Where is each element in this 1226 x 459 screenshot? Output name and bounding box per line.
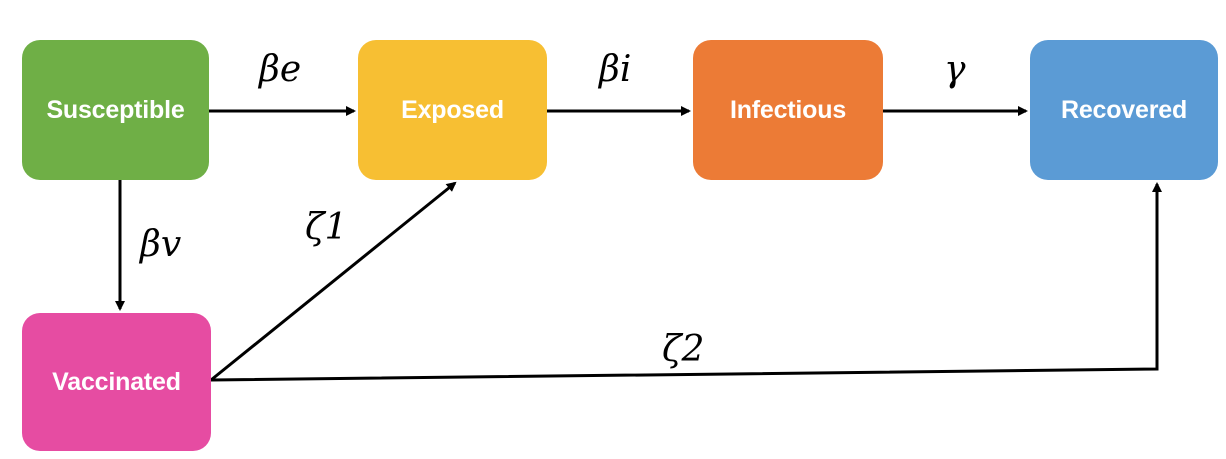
edge-label-beta-e: βe xyxy=(259,49,302,90)
node-recovered: Recovered xyxy=(1030,40,1218,180)
edge-label-zeta1: ζ1 xyxy=(305,207,348,248)
node-susceptible-label: Susceptible xyxy=(46,95,185,124)
edge-label-zeta2: ζ2 xyxy=(662,329,705,370)
edge-label-beta-i: βi xyxy=(599,49,632,90)
node-recovered-label: Recovered xyxy=(1060,95,1188,124)
node-infectious: Infectious xyxy=(693,40,883,180)
node-infectious-label: Infectious xyxy=(729,95,847,124)
node-exposed-label: Exposed xyxy=(401,95,504,124)
node-susceptible: Susceptible xyxy=(22,40,209,180)
node-vaccinated-label: Vaccinated xyxy=(52,367,181,396)
edge-label-gamma: γ xyxy=(944,49,966,90)
node-exposed: Exposed xyxy=(358,40,547,180)
edge-label-beta-v: βv xyxy=(140,224,182,265)
node-vaccinated: Vaccinated xyxy=(22,313,211,451)
